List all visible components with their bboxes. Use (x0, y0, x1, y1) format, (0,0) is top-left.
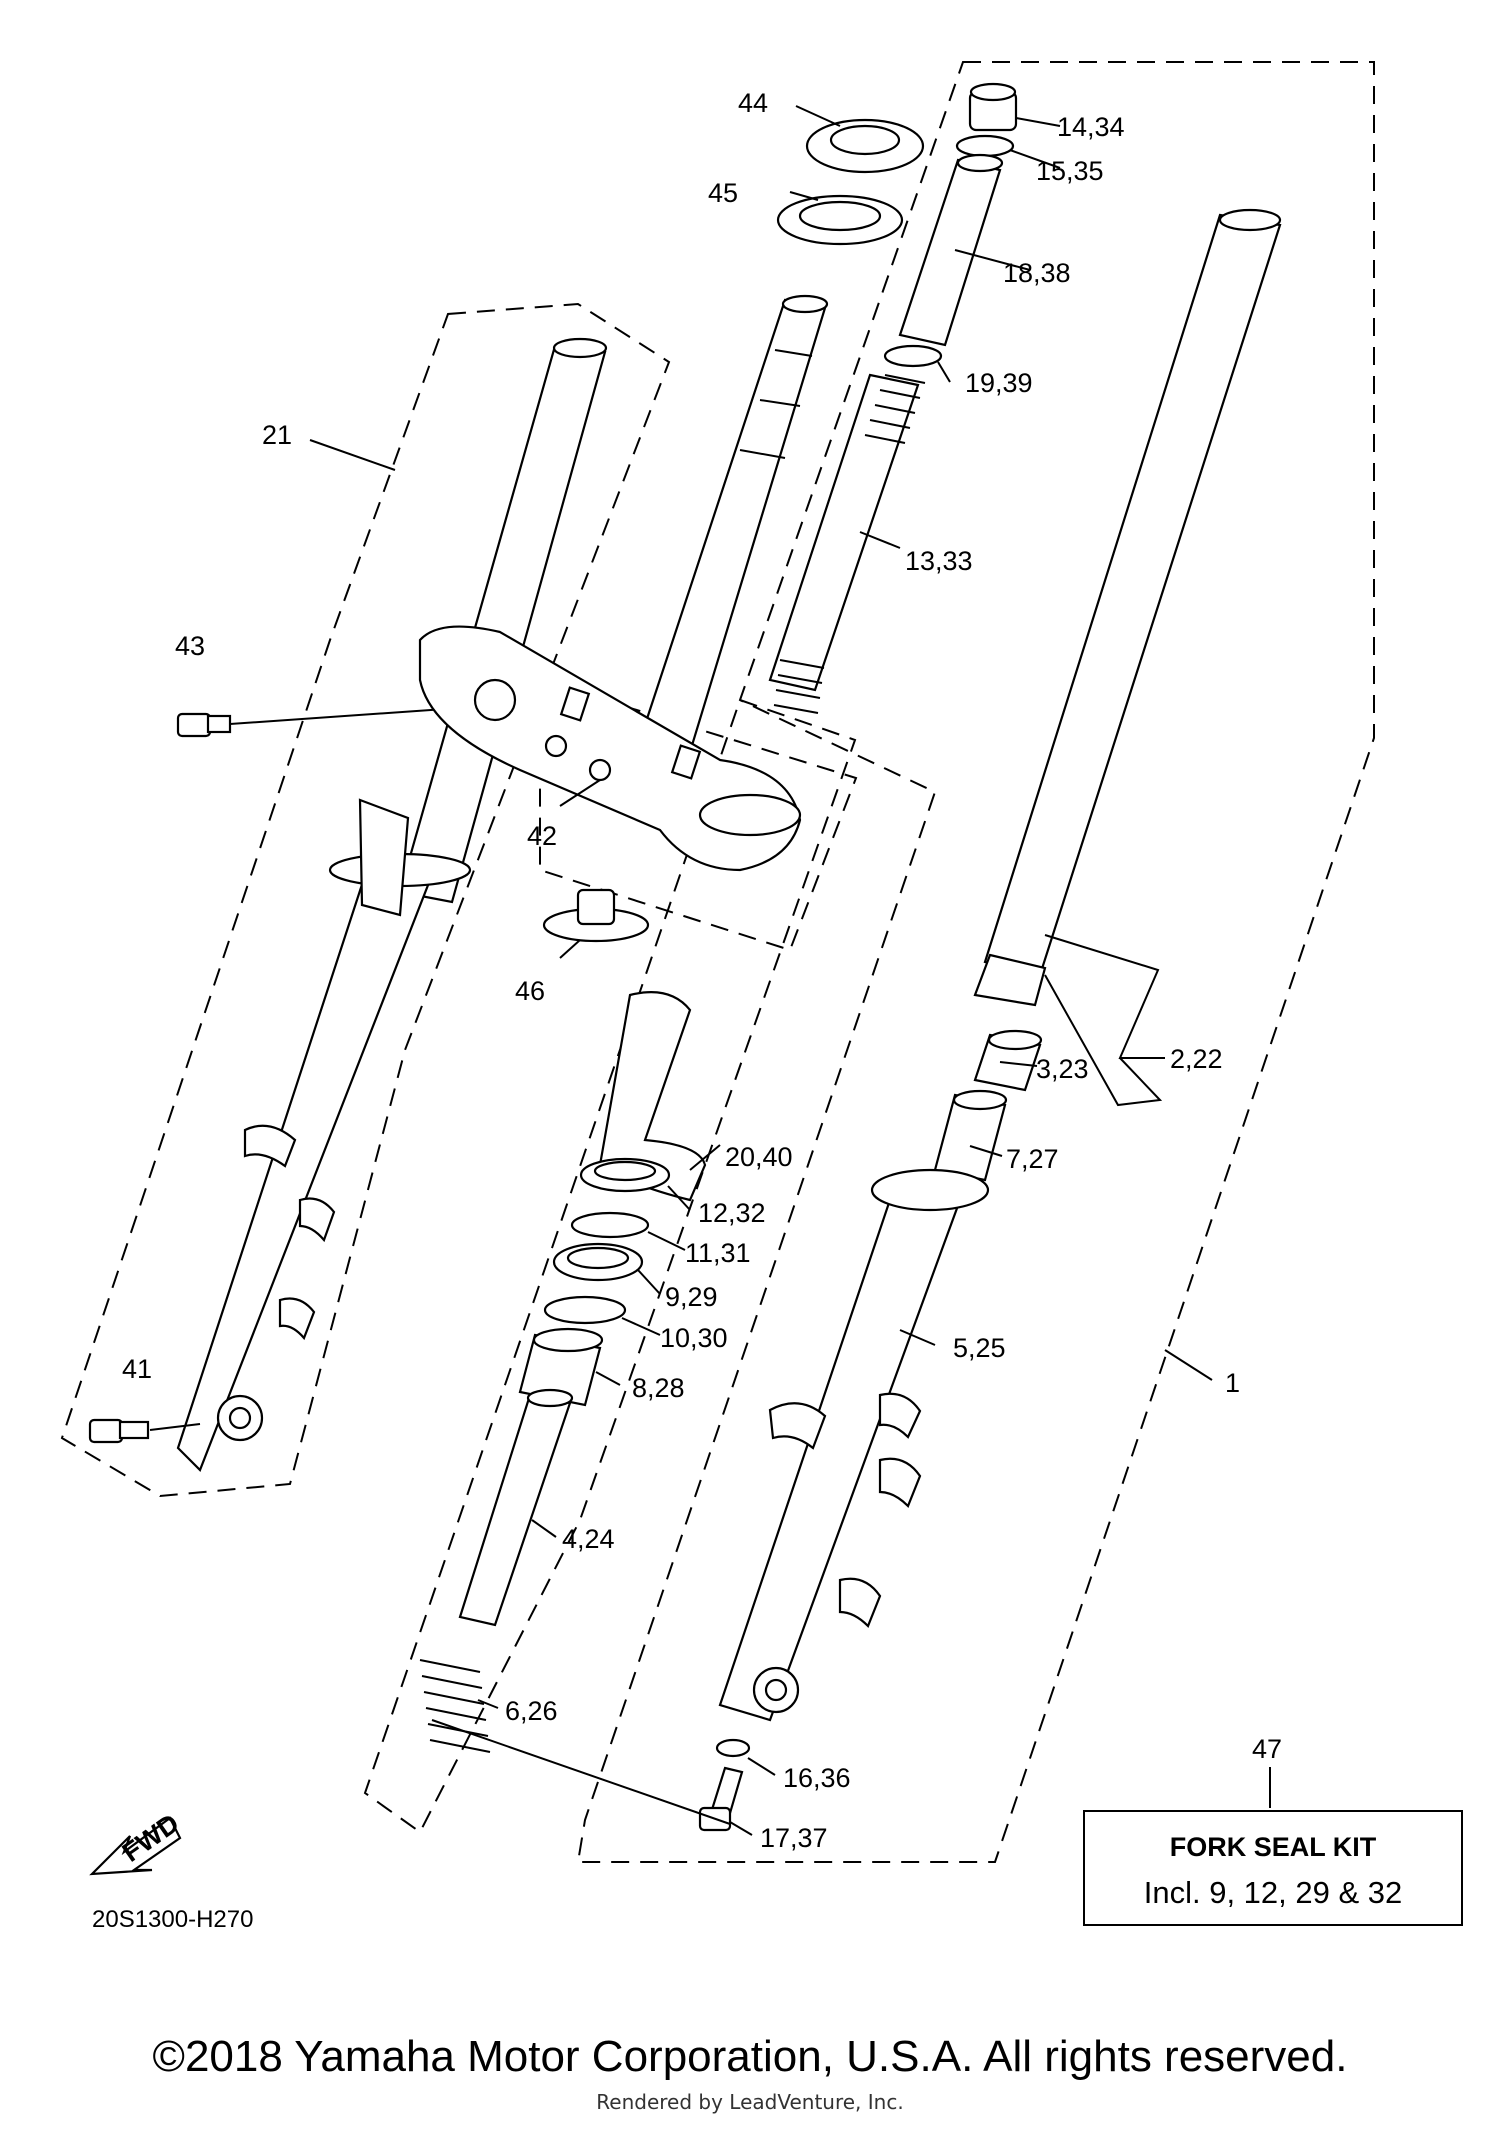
label-7-27: 7,27 (1006, 1144, 1059, 1174)
label-9-29: 9,29 (665, 1282, 718, 1312)
label-1: 1 (1225, 1368, 1240, 1398)
label-44: 44 (738, 88, 768, 118)
spring-13 (768, 373, 926, 714)
label-6-26: 6,26 (505, 1696, 558, 1726)
label-43: 43 (175, 631, 205, 661)
dust-seal-12 (579, 1157, 671, 1193)
kit-subtitle: Incl. 9, 12, 29 & 32 (1143, 1875, 1403, 1910)
oil-seal-9 (552, 1242, 644, 1282)
label-19-39: 19,39 (965, 368, 1033, 398)
label-4-24: 4,24 (562, 1524, 615, 1554)
washer-16 (715, 1738, 751, 1758)
label-20-40: 20,40 (725, 1142, 793, 1172)
assembly-21-outline (60, 302, 671, 1498)
clip-11 (570, 1211, 650, 1239)
triple-clamp-outline (539, 678, 858, 952)
bearing-seal-45 (776, 194, 904, 246)
bolt-41 (88, 1418, 201, 1444)
inner-tube-2 (973, 208, 1282, 1007)
washer-19 (883, 344, 943, 368)
label-11-31: 11,31 (685, 1238, 751, 1268)
label-47: 47 (1252, 1734, 1282, 1764)
triple-clamp (418, 625, 802, 872)
label-3-23: 3,23 (1036, 1054, 1089, 1084)
label-13-33: 13,33 (905, 546, 973, 576)
kit-title: FORK SEAL KIT (1169, 1832, 1377, 1862)
inner-kit-outline (363, 698, 857, 1834)
outer-tube-5 (718, 1168, 990, 1722)
damper-rod-4 (458, 1388, 574, 1627)
label-15-35: 15,35 (1036, 156, 1104, 186)
fwd-arrow-icon: FWD (89, 1808, 184, 1876)
label-17-37: 17,37 (760, 1823, 828, 1853)
spacer-18 (898, 153, 1004, 347)
rendered-by-notice: Rendered by LeadVenture, Inc. (596, 2090, 904, 2114)
leader-lines (309, 105, 1271, 1836)
bushing-7 (933, 1089, 1008, 1182)
copyright-notice: ©2018 Yamaha Motor Corporation, U.S.A. A… (152, 2032, 1348, 2081)
bushing-3 (973, 1029, 1043, 1092)
assembly-1-outline (576, 61, 1375, 1863)
label-5-25: 5,25 (953, 1333, 1006, 1363)
diagram-code: 20S1300-H270 (92, 1906, 254, 1933)
label-12-32: 12,32 (698, 1198, 766, 1228)
label-14-34: 14,34 (1057, 112, 1125, 142)
fork-seal-kit-box: FORK SEAL KIT Incl. 9, 12, 29 & 32 (1083, 1810, 1463, 1926)
fork-assembly-21 (176, 337, 608, 1472)
o-ring-15 (955, 134, 1015, 158)
nut-46 (542, 888, 650, 943)
rebound-spring-6 (419, 1659, 491, 1753)
label-2-22: 2,22 (1170, 1044, 1223, 1074)
washer-10 (543, 1295, 627, 1325)
label-41: 41 (122, 1354, 152, 1384)
label-21: 21 (262, 420, 292, 450)
bushing-8 (518, 1327, 604, 1407)
label-18-38: 18,38 (1003, 258, 1071, 288)
label-16-36: 16,36 (783, 1763, 851, 1793)
label-45: 45 (708, 178, 738, 208)
label-10-30: 10,30 (660, 1323, 728, 1353)
part-labels: 44 45 14,34 15,35 18,38 19,39 21 13,33 4… (122, 88, 1282, 1853)
bearing-44 (805, 118, 925, 174)
bolt-17 (698, 1766, 744, 1832)
label-42: 42 (527, 821, 557, 851)
cap-bolt-14 (968, 82, 1018, 132)
label-46: 46 (515, 976, 545, 1006)
label-8-28: 8,28 (632, 1373, 685, 1403)
